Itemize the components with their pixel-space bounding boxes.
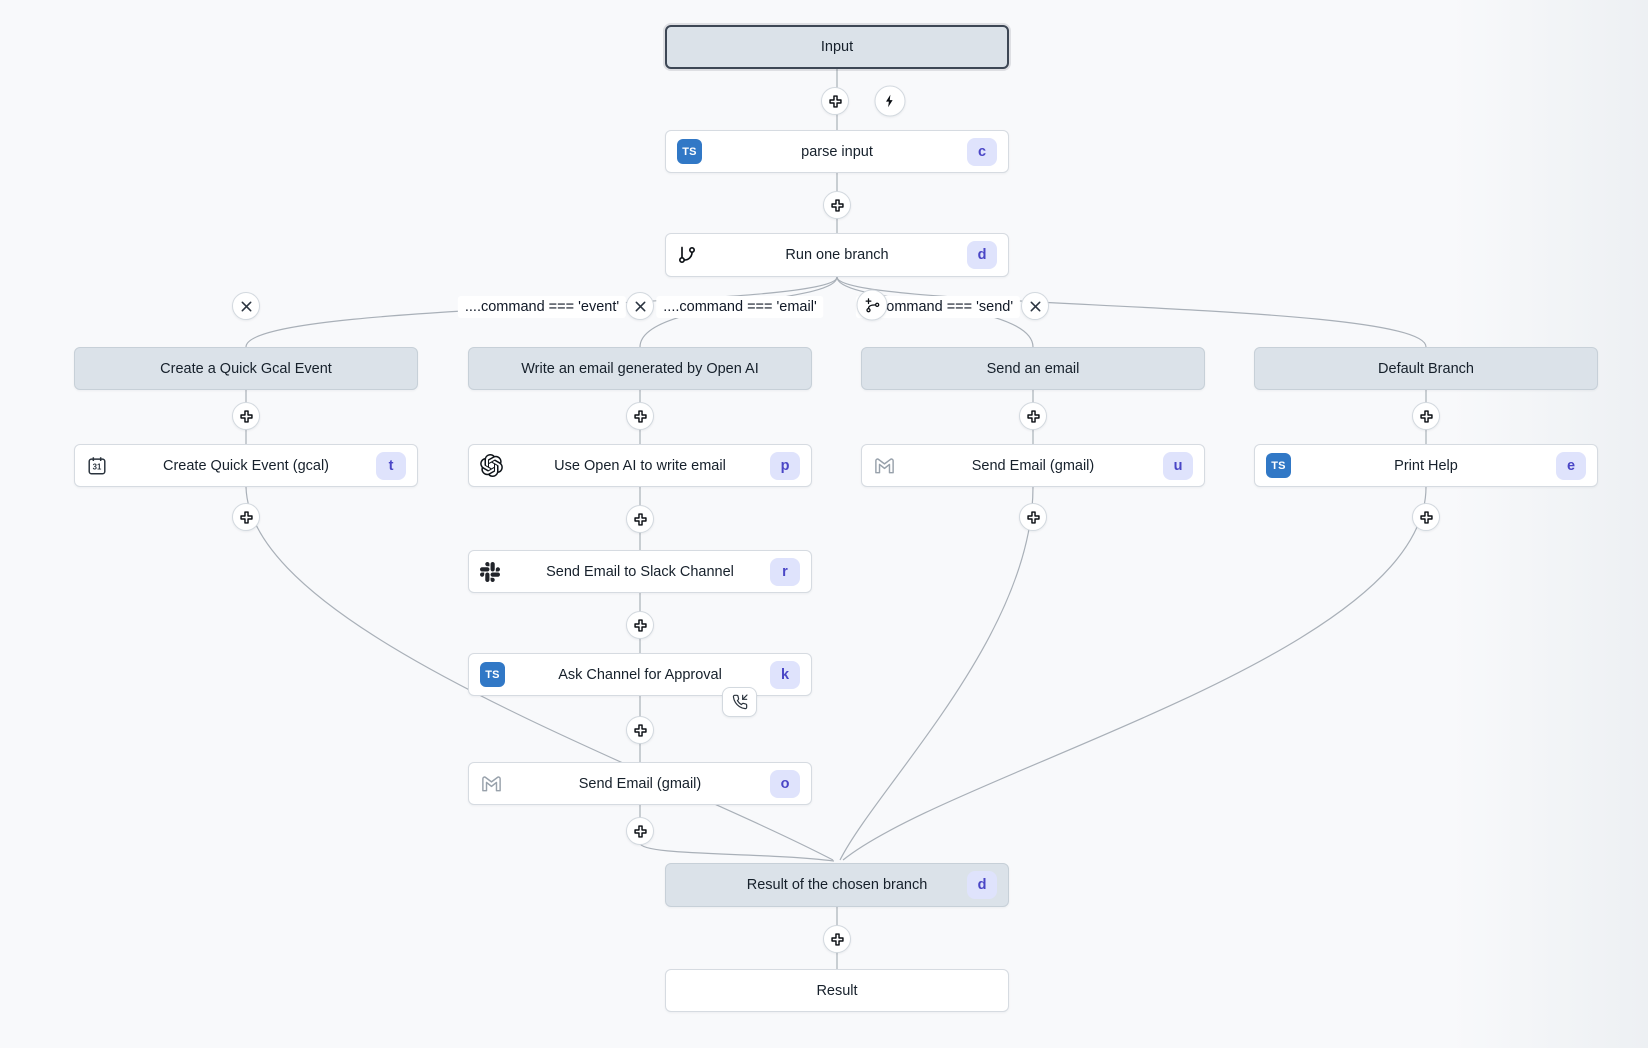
plus-icon xyxy=(633,824,647,838)
close-icon xyxy=(635,301,645,311)
plus-icon xyxy=(633,512,647,526)
step-label: Send Email (gmail) xyxy=(971,457,1095,474)
branch-condition-label: ....command === 'event' xyxy=(457,296,627,318)
svg-text:31: 31 xyxy=(93,462,102,471)
plus-icon xyxy=(1419,409,1433,423)
add-step-button[interactable] xyxy=(626,716,654,744)
shortcut-badge: p xyxy=(770,451,800,480)
branch-header-label: Create a Quick Gcal Event xyxy=(160,360,332,377)
shortcut-badge: t xyxy=(376,451,406,480)
branch-header-label: Write an email generated by Open AI xyxy=(521,360,759,377)
step-label: Run one branch xyxy=(785,247,889,263)
step-label: Send Email (gmail) xyxy=(578,775,702,792)
create-quick-event-step[interactable]: 31 Create Quick Event (gcal) t xyxy=(74,444,418,487)
close-icon xyxy=(241,301,251,311)
plus-icon xyxy=(830,198,844,212)
branch-header-send-an-email[interactable]: Send an email xyxy=(861,347,1205,390)
plus-icon xyxy=(239,409,253,423)
phone-incoming-icon xyxy=(732,694,748,710)
branch-condition-label: ....command === 'email' xyxy=(656,296,824,318)
step-label: Print Help xyxy=(1394,457,1458,474)
plus-icon xyxy=(830,932,844,946)
plus-icon xyxy=(828,94,842,108)
step-label: Send Email to Slack Channel xyxy=(546,563,734,580)
shortcut-badge: d xyxy=(967,241,997,269)
add-branch-button[interactable] xyxy=(856,289,888,321)
ask-channel-approval-step[interactable]: TS Ask Channel for Approval k xyxy=(468,653,812,696)
shortcut-badge: d xyxy=(967,871,997,899)
branch-plus-icon xyxy=(865,297,879,312)
step-label: Use Open AI to write email xyxy=(554,457,726,474)
shortcut-badge: r xyxy=(770,557,800,586)
add-step-button[interactable] xyxy=(821,87,849,115)
plus-icon xyxy=(1026,510,1040,524)
delete-branch-button[interactable] xyxy=(232,292,260,320)
input-node-label: Input xyxy=(820,39,854,55)
add-step-button[interactable] xyxy=(823,925,851,953)
plus-icon xyxy=(1026,409,1040,423)
trigger-button[interactable] xyxy=(874,85,906,117)
typescript-icon: TS xyxy=(1266,453,1291,478)
add-step-button[interactable] xyxy=(823,191,851,219)
branch-condition-label: ....command === 'send' xyxy=(855,296,1021,318)
suspend-approval-badge xyxy=(722,687,757,717)
plus-icon xyxy=(633,409,647,423)
plus-icon xyxy=(1419,510,1433,524)
plus-icon xyxy=(239,510,253,524)
zap-icon xyxy=(886,94,893,108)
node-label: Result xyxy=(816,982,858,999)
plus-icon xyxy=(633,618,647,632)
delete-branch-button[interactable] xyxy=(626,292,654,320)
add-step-button[interactable] xyxy=(1412,402,1440,430)
send-email-gmail-mid-step[interactable]: Send Email (gmail) o xyxy=(468,762,812,805)
delete-branch-button[interactable] xyxy=(1021,292,1049,320)
step-label: Ask Channel for Approval xyxy=(558,666,722,683)
branch-header-write-email-openai[interactable]: Write an email generated by Open AI xyxy=(468,347,812,390)
close-icon xyxy=(1030,301,1040,311)
branch-header-create-gcal-event[interactable]: Create a Quick Gcal Event xyxy=(74,347,418,390)
add-step-button[interactable] xyxy=(1019,503,1047,531)
shortcut-badge: o xyxy=(770,769,800,798)
add-step-button[interactable] xyxy=(626,611,654,639)
add-step-button[interactable] xyxy=(1412,503,1440,531)
result-of-chosen-branch-node[interactable]: Result of the chosen branch d xyxy=(665,863,1009,907)
plus-icon xyxy=(633,723,647,737)
result-node[interactable]: Result xyxy=(665,969,1009,1012)
branch-header-label: Default Branch xyxy=(1378,360,1474,377)
typescript-icon: TS xyxy=(480,662,505,687)
openai-icon xyxy=(480,454,503,477)
shortcut-badge: k xyxy=(770,660,800,689)
step-label: parse input xyxy=(801,143,873,160)
add-step-button[interactable] xyxy=(626,817,654,845)
input-node[interactable]: Input xyxy=(665,25,1009,69)
add-step-button[interactable] xyxy=(626,505,654,533)
slack-icon xyxy=(480,561,500,582)
calendar-icon: 31 xyxy=(86,455,108,477)
send-email-gmail-step[interactable]: Send Email (gmail) u xyxy=(861,444,1205,487)
node-label: Result of the chosen branch xyxy=(746,877,928,893)
shortcut-badge: c xyxy=(967,137,997,166)
gmail-icon xyxy=(480,772,503,795)
add-step-button[interactable] xyxy=(1019,402,1047,430)
send-email-slack-step[interactable]: Send Email to Slack Channel r xyxy=(468,550,812,593)
use-openai-write-email-step[interactable]: Use Open AI to write email p xyxy=(468,444,812,487)
branch-header-default-branch[interactable]: Default Branch xyxy=(1254,347,1598,390)
typescript-icon: TS xyxy=(677,139,702,164)
gmail-icon xyxy=(873,454,896,477)
git-branch-icon xyxy=(677,245,697,265)
shortcut-badge: u xyxy=(1163,451,1193,480)
step-label: Create Quick Event (gcal) xyxy=(162,457,329,474)
parse-input-step[interactable]: TS parse input c xyxy=(665,130,1009,173)
branch-header-label: Send an email xyxy=(986,360,1080,377)
add-step-button[interactable] xyxy=(626,402,654,430)
print-help-step[interactable]: TS Print Help e xyxy=(1254,444,1598,487)
add-step-button[interactable] xyxy=(232,503,260,531)
add-step-button[interactable] xyxy=(232,402,260,430)
run-one-branch-step[interactable]: Run one branch d xyxy=(665,233,1009,277)
shortcut-badge: e xyxy=(1556,451,1586,480)
